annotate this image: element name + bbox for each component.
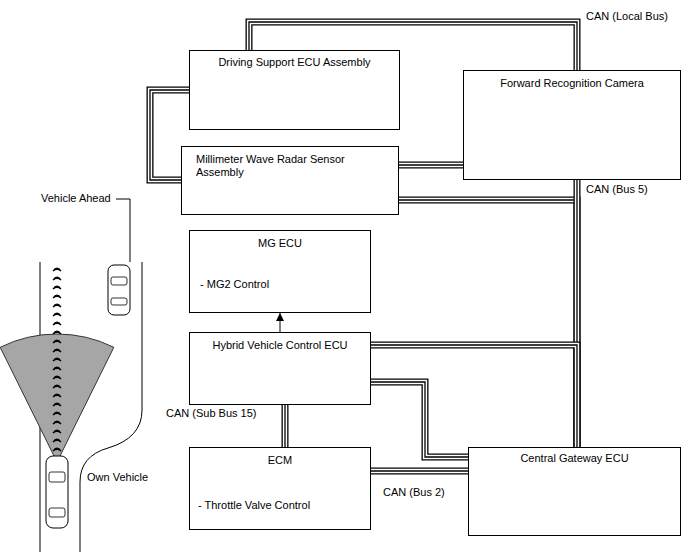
ecu-box: Central Gateway ECU [468,447,681,536]
box-title: Hybrid Vehicle Control ECU [190,333,370,352]
box-title: MG ECU [190,231,370,250]
radar-wave [53,367,61,370]
can-bus-line [371,345,577,447]
bus-outer [399,162,463,169]
radar-wave [53,277,61,280]
can-bus-line [399,200,577,447]
bus-label: CAN (Local Bus) [585,10,669,23]
radar-wave [53,385,61,388]
radar-wave [53,340,61,343]
ecu-box: Forward Recognition Camera [463,70,681,180]
box-title: Central Gateway ECU [469,448,680,465]
bus-core [371,470,468,471]
arrow-line [280,313,281,332]
ecu-box: MG ECU- MG2 Control [189,230,371,313]
signal-arrow [280,313,281,332]
box-title: Millimeter Wave Radar Sensor Assembly [182,147,368,179]
car-body [108,265,130,315]
bus-outer [371,382,468,457]
radar-field [0,334,114,462]
bus-outer [282,405,289,447]
can-bus-line [577,180,578,447]
box-title: Driving Support ECU Assembly [190,51,399,69]
road-edge [80,262,142,552]
radar-wave [53,403,61,406]
bus-gap [575,180,579,447]
bus-gap [371,345,577,447]
radar-wave [53,439,61,442]
car-window [49,472,65,482]
bus-gap [283,405,287,447]
leader-line [116,199,130,262]
can-bus-line [371,471,468,472]
radar-wave [53,394,61,397]
can-bus-line [285,405,286,447]
car-window [111,277,127,285]
box-function: - MG2 Control [190,250,370,291]
bus-core [284,405,285,447]
radar-wave [53,286,61,289]
ecu-box: Hybrid Vehicle Control ECU [189,332,371,405]
radar-wave [53,358,61,361]
ecu-box: Millimeter Wave Radar Sensor Assembly [181,146,399,215]
can-bus-line [399,165,463,166]
box-function: - Throttle Valve Control [190,467,370,512]
radar-wave [53,349,61,352]
car-body [46,456,68,528]
ecu-box: ECM- Throttle Valve Control [189,447,371,530]
bus-label: CAN (Bus 5) [585,183,649,196]
bus-core [371,382,468,457]
radar-wave [53,430,61,433]
bus-gap [371,382,468,457]
radar-wave [53,304,61,307]
radar-wave [53,322,61,325]
bus-outer [371,468,468,475]
radar-waves [53,268,61,451]
bus-core [399,200,577,447]
radar-wave [53,268,61,271]
radar-wave [53,295,61,298]
callout-label: Vehicle Ahead [40,192,112,205]
own-vehicle-car [46,456,68,528]
radar-wave [53,331,61,334]
bus-outer [399,200,577,447]
ecu-box: Driving Support ECU Assembly [189,50,400,130]
bus-label: CAN (Sub Bus 15) [165,407,257,420]
radar-sector [0,334,114,462]
car-window [111,298,127,305]
radar-wave [53,412,61,415]
road-edge [40,262,41,552]
bus-outer [371,345,577,447]
bus-outer [574,180,581,447]
box-title: ECM [190,448,370,467]
bus-core [576,180,577,447]
bus-gap [399,200,577,447]
bus-gap [399,163,463,167]
can-bus-line [371,382,468,457]
callout-label: Own Vehicle [86,471,149,484]
bus-core [371,345,577,447]
bus-label: CAN (Bus 2) [382,486,446,499]
car-window [49,508,65,517]
vehicle-ahead-car [108,265,130,315]
radar-wave [53,313,61,316]
box-title: Forward Recognition Camera [464,71,680,90]
bus-core [399,164,463,165]
radar-wave [53,376,61,379]
bus-gap [371,469,468,473]
radar-wave [53,421,61,424]
radar-wave [53,448,61,451]
